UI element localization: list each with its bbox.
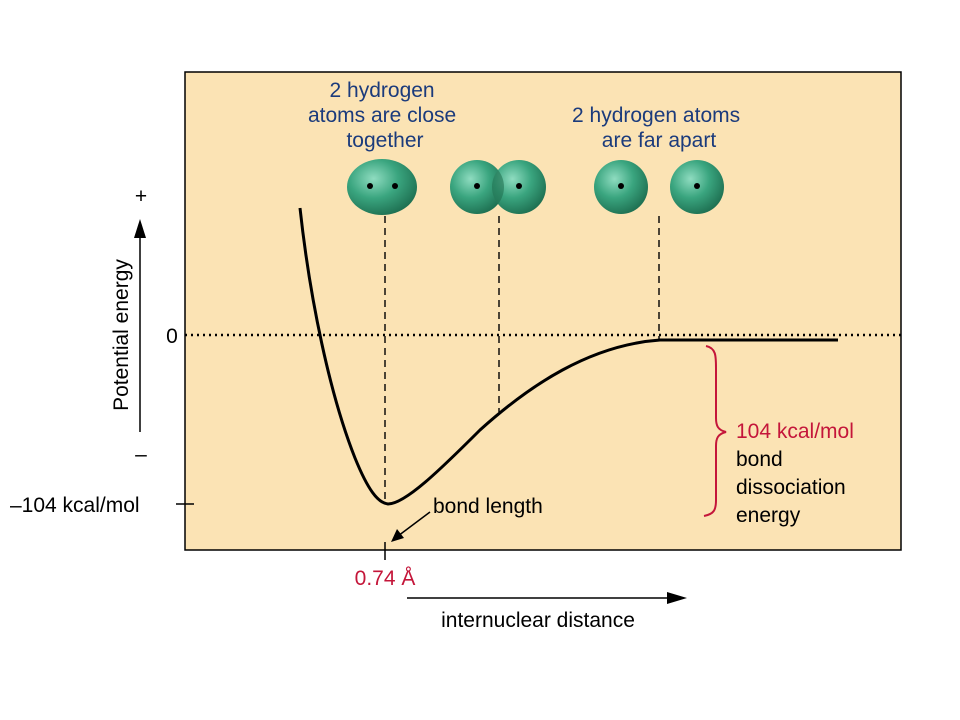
overlapping-atoms-icon [450, 160, 546, 214]
hydrogen-molecule-icon [347, 159, 417, 215]
plot-panel [184, 71, 902, 551]
nucleus-dot-icon [516, 183, 522, 189]
nucleus-dot-icon [618, 183, 624, 189]
close-atoms-title: 2 hydrogen atoms are close together [308, 79, 462, 152]
up-arrow-icon [134, 219, 146, 238]
nucleus-dot-icon [392, 183, 398, 189]
y-axis [134, 219, 146, 432]
right-arrow-icon [667, 592, 687, 604]
x-axis [407, 592, 687, 604]
drop-lines [384, 216, 660, 500]
y-plus-label: + [135, 185, 147, 208]
x-axis-label: internuclear distance [441, 609, 635, 632]
dissociation-energy-text: bond dissociation energy [736, 448, 852, 527]
bond-length-value: 0.74 Å [355, 567, 416, 590]
nucleus-dot-icon [474, 183, 480, 189]
dissociation-energy-value: 104 kcal/mol [736, 420, 854, 443]
nucleus-dot-icon [367, 183, 373, 189]
y-minus-label: – [135, 443, 147, 466]
dissociation-brace [703, 345, 727, 517]
y-axis-label: Potential energy [110, 259, 133, 411]
min-energy-label: –104 kcal/mol [10, 494, 140, 517]
zero-label: 0 [166, 325, 178, 348]
pointer-arrow-icon [391, 529, 404, 542]
nucleus-dot-icon [694, 183, 700, 189]
separated-atoms-icon [594, 160, 724, 214]
bond-length-label: bond length [433, 495, 543, 518]
potential-energy-curve [298, 207, 838, 506]
bond-length-pointer [391, 511, 431, 542]
far-atoms-title: 2 hydrogen atoms are far apart [572, 104, 746, 152]
